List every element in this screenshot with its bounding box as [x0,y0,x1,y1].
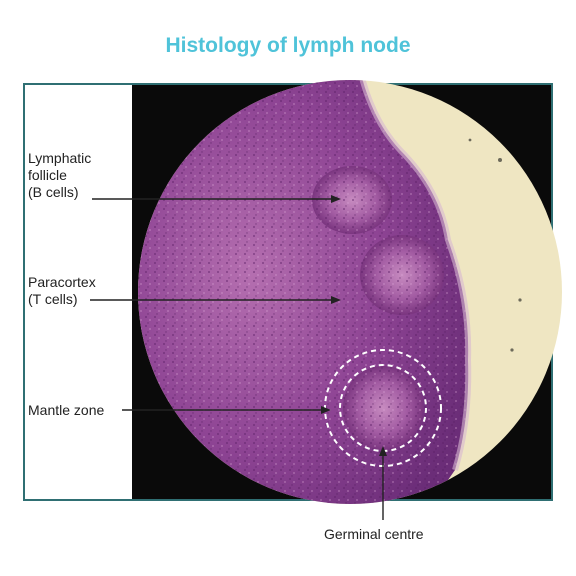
microscope-field [138,80,562,504]
capsule-edge [357,80,472,471]
label-mantle-zone: Mantle zone [28,402,105,418]
arrowhead-mantle-zone [321,406,331,414]
debris-dot [468,138,472,142]
follicle-lower-texture [343,366,423,450]
arrowhead-paracortex [331,296,341,304]
label-paracortex: Paracortex (T cells) [28,274,96,307]
follicle-upper-texture [312,166,392,234]
debris-dot [510,348,514,352]
diagram-title: Histology of lymph node [165,34,411,57]
follicle-middle-texture [360,235,444,315]
arrowhead-lymphatic-follicle [331,195,341,203]
label-lymphatic-follicle: Lymphatic follicle (B cells) [28,150,92,200]
debris-dot [498,158,502,162]
debris-dot [518,298,522,302]
label-germinal-centre: Germinal centre [324,526,424,542]
arrowhead-germinal-centre [379,446,387,456]
